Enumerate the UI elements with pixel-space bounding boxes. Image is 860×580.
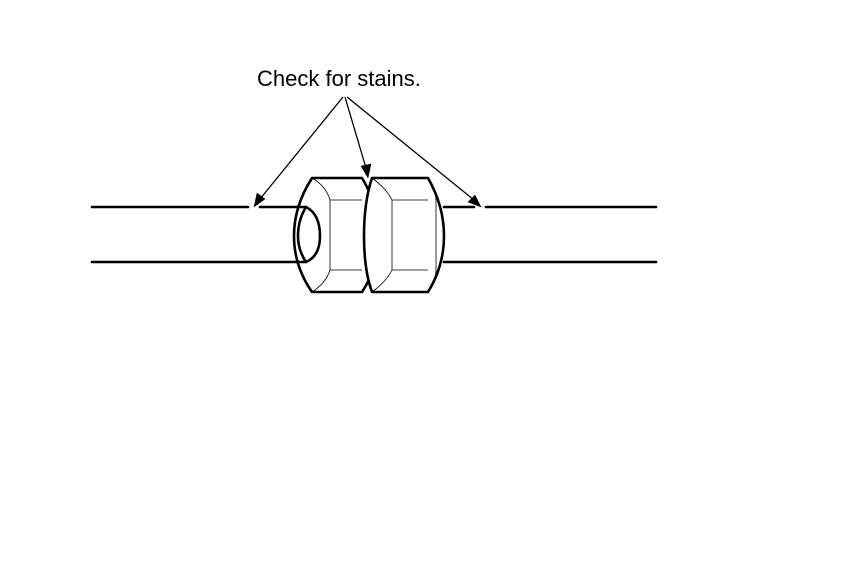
leader-center bbox=[344, 96, 372, 179]
right-flare-nut bbox=[362, 176, 446, 294]
left-pipe bbox=[90, 205, 299, 264]
callout-label: Check for stains. bbox=[257, 66, 421, 91]
leader-left bbox=[253, 96, 344, 208]
right-pipe bbox=[442, 205, 658, 264]
left-flare-nut bbox=[292, 176, 381, 294]
leader-right bbox=[346, 96, 482, 208]
